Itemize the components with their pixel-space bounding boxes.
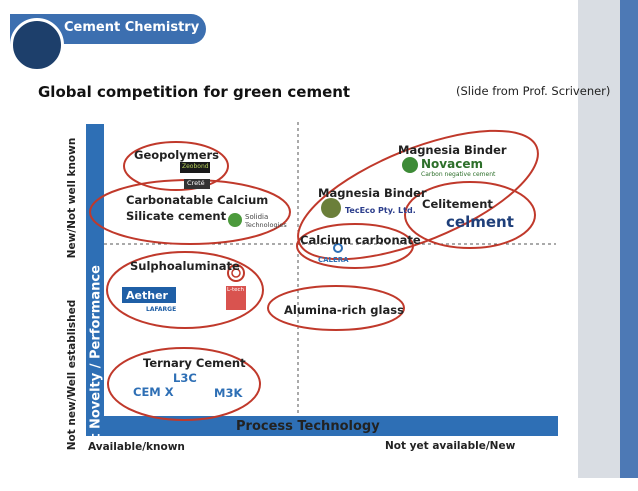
magnesia-ellipse [297,129,539,261]
m3k-label: M3K [214,386,243,400]
x-axis-bar [86,416,558,436]
x-axis-title: Process Technology [236,419,380,434]
l3c-label: L3C [173,371,197,385]
solidia-logo-mark [228,213,242,227]
y-axis-title: Product Novelty / Performance [88,265,104,491]
crete-logo: Creté [187,179,205,187]
competition-diagram [86,122,558,436]
novacem-tagline: Carbon negative cement [421,171,496,178]
magnesia-binder-label-novacem: Magnesia Binder [398,143,507,157]
x-axis-right-label: Not yet available/New [385,440,516,452]
alumina-glass-label: Alumina-rich glass [284,303,404,317]
carbonatable-label-line1: Carbonatable Calcium [126,193,269,207]
novacem-logo-mark [402,157,418,173]
lafarge-logo: LAFARGE [146,306,177,313]
sulphoaluminate-label: Sulphoaluminate [130,259,240,273]
calcium-carbonate-label: Calcium carbonate [300,233,421,247]
celitement-label: Celitement [422,197,493,211]
slide-title: Global competition for green cement [38,83,351,101]
tececo-logo: TecEco Pty. Ltd. [345,206,416,215]
y-axis-title-anchor: Product Novelty / Performance [89,265,104,491]
ltech-swirl-icon [227,264,245,282]
zeobond-logo: Zeobond [182,163,209,170]
celitement-logo: celment [446,213,514,231]
aether-logo: Aether [126,289,168,302]
cemx-label: CEM X [133,385,174,399]
novacem-logo: Novacem [421,157,483,171]
aether-logo-box [122,287,176,303]
alumina-ellipse [267,285,405,331]
zeobond-logo-box [180,162,210,173]
ltech-logo: L-tech [227,287,245,293]
x-axis-left-label: Available/known [88,441,185,453]
ternary-ellipse [107,347,261,421]
celitement-ellipse [404,181,536,249]
solidia-logo-line1: Solidia [245,213,269,221]
sulphoaluminate-ellipse [106,251,264,329]
solidia-logo-line2: Technologies [245,221,287,229]
y-axis-top-label: New/Not well known [66,137,78,259]
tececo-globe-icon [321,198,341,218]
slide-credit: (Slide from Prof. Scrivener) [456,84,611,98]
geopolymers-ellipse [123,141,229,191]
crete-logo-box [184,179,210,189]
calera-logo: CALERA [318,256,349,264]
ltech-swirl-inner [231,268,241,278]
carbonatable-label-line2: Silicate cement [126,209,227,223]
section-badge-circle [10,18,64,72]
right-side-stripe-accent [620,0,638,478]
section-title: Cement Chemistry [64,20,200,35]
ternary-label: Ternary Cement [143,356,246,370]
magnesia-binder-label-tececo: Magnesia Binder [318,186,427,200]
calera-logo-mark [333,243,343,253]
y-axis-bottom-label: Not new/Well established [66,299,78,451]
geopolymers-label: Geopolymers [134,148,220,162]
ltech-product-box [226,286,246,310]
right-side-stripe [578,0,638,478]
